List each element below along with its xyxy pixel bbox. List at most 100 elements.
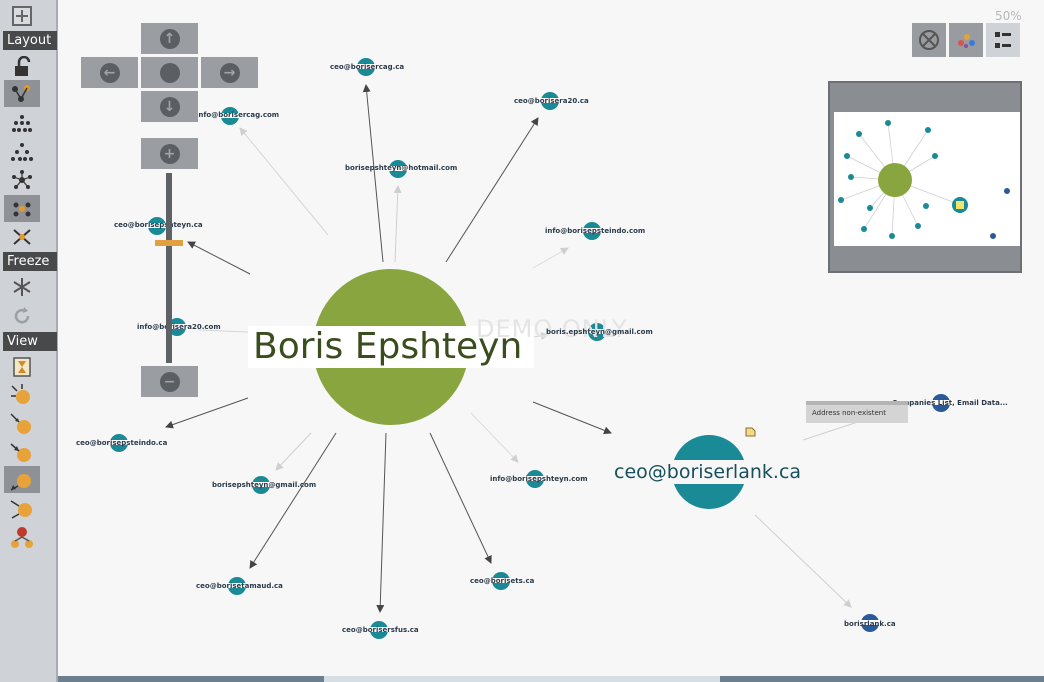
node-band (354, 64, 378, 69)
overview-toggle-button[interactable] (912, 23, 946, 57)
minus-icon: − (159, 371, 180, 392)
arrow-down-icon: ↓ (159, 96, 180, 117)
view-option-6-button[interactable] (4, 524, 40, 551)
node-label: borisepshteyn@hotmail.com (345, 164, 458, 172)
layout-label: Layout (3, 31, 57, 50)
node-arrows-icon (10, 499, 32, 519)
node-label: Companies List, Email Data... (892, 399, 1008, 407)
node-band (858, 620, 882, 625)
node-label: ceo@borisepsteindo.ca (76, 439, 168, 447)
view-option-1-button[interactable] (4, 381, 40, 408)
scatter-layout-icon (13, 228, 31, 245)
node-label: info@borisepshteyn.com (490, 475, 588, 483)
node-arrow-icon (10, 442, 31, 462)
edge (532, 401, 612, 435)
view-option-2-button[interactable] (4, 410, 40, 437)
organic-layout-icon (12, 84, 30, 102)
edge (376, 432, 387, 613)
fit-to-screen-icon (12, 5, 32, 26)
node-band (107, 440, 131, 445)
node-band (367, 627, 391, 632)
minimap-viewport (834, 112, 1020, 246)
node-label: info@borisercag.com (196, 111, 280, 119)
fit-to-screen-button[interactable] (4, 2, 40, 29)
zoom-slider-track[interactable] (166, 173, 172, 363)
pan-right-button[interactable]: → (201, 57, 258, 88)
node-band (386, 166, 410, 171)
node-band (218, 113, 242, 118)
minimap-graph (838, 120, 1010, 239)
node-band (165, 324, 189, 329)
refresh-button[interactable] (4, 302, 40, 329)
refresh-icon (14, 306, 30, 323)
center-node-label: Boris Epshteyn (253, 326, 523, 367)
lock-button[interactable] (4, 53, 40, 80)
node-arrow-out-icon (10, 473, 31, 491)
pan-down-button[interactable]: ↓ (141, 91, 198, 122)
graph-canvas[interactable]: DEMO ONLY Boris Epshteyn ceo@boriserlank… (58, 0, 1044, 682)
tree-nodes-icon (11, 526, 33, 548)
graph-edges (107, 58, 953, 639)
view-option-4-button[interactable] (4, 466, 40, 493)
node-label: info@borisera20.com (137, 323, 221, 331)
edge (362, 84, 384, 263)
freeze-button[interactable] (4, 273, 40, 300)
node-burst-icon (11, 383, 30, 404)
zoom-percentage: 50% (995, 9, 1022, 23)
arrow-left-icon: ← (99, 62, 120, 83)
node-label: ceo@borisera20.ca (514, 97, 589, 105)
timeline-view-button[interactable] (4, 353, 40, 380)
radial-layout-icon (12, 169, 32, 189)
view-option-5-button[interactable] (4, 495, 40, 522)
node-label: borisepshteyn@gmail.com (212, 481, 317, 489)
cluster-layout-icon (13, 202, 31, 216)
node-band (145, 223, 169, 228)
zoom-slider-thumb[interactable] (155, 240, 183, 246)
node-band (523, 476, 547, 481)
node-band (489, 578, 513, 583)
snowflake-icon (13, 277, 31, 296)
node-label: ceo@borisepshteyn.ca (114, 221, 203, 229)
zoom-in-button[interactable]: + (141, 138, 198, 169)
radial-layout-button[interactable] (4, 166, 40, 193)
view-label: View (3, 332, 57, 351)
color-nodes-button[interactable] (949, 23, 983, 57)
grid-layout-icon (12, 114, 32, 132)
plus-icon: + (159, 143, 180, 164)
node-label: borisrlank.ca (844, 620, 896, 628)
node-band (538, 98, 562, 103)
pan-left-button[interactable]: ← (81, 57, 138, 88)
scatter-layout-button[interactable] (4, 223, 40, 250)
node-label: ceo@borisets.ca (470, 577, 535, 585)
pan-center-button[interactable] (141, 57, 198, 88)
edge (239, 127, 329, 236)
edge (165, 397, 249, 429)
hierarchy-layout-button[interactable] (4, 138, 40, 165)
arrow-right-icon: → (219, 62, 240, 83)
edge (754, 514, 852, 608)
edge (249, 432, 337, 569)
node-band (929, 400, 953, 405)
edge (445, 117, 539, 263)
unlock-icon (15, 55, 31, 76)
minimap[interactable] (828, 81, 1022, 273)
node-label: ceo@borisercag.ca (330, 63, 405, 71)
node-tooltip: Address non-existent (806, 401, 908, 423)
node-arrow-in-icon (10, 412, 31, 434)
freeze-label: Freeze (3, 252, 57, 271)
edge (532, 247, 569, 269)
organic-layout-button[interactable] (4, 80, 40, 107)
legend-toggle-button[interactable] (986, 23, 1020, 57)
pan-up-button[interactable]: ↑ (141, 23, 198, 54)
document-icon (745, 427, 756, 437)
edge (470, 412, 519, 463)
secondary-node-label-band (608, 460, 808, 484)
node-band (249, 482, 273, 487)
horizontal-scrollbar[interactable] (324, 676, 720, 682)
grid-layout-button[interactable] (4, 110, 40, 137)
view-option-3-button[interactable] (4, 438, 40, 465)
watermark: DEMO ONLY (476, 315, 628, 343)
cluster-layout-button[interactable] (4, 195, 40, 222)
zoom-out-button[interactable]: − (141, 366, 198, 397)
